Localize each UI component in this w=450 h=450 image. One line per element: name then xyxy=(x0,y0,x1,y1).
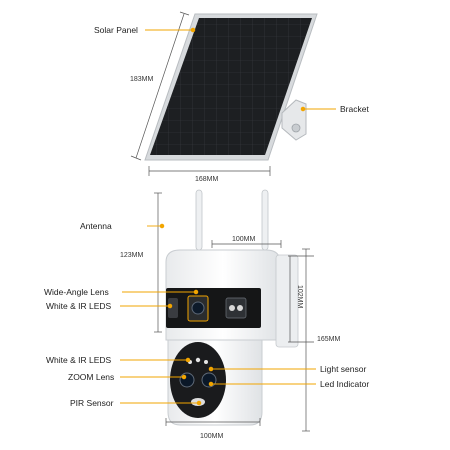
panel-height-dimension: 183MM xyxy=(130,76,154,83)
camera-illustration xyxy=(165,189,299,426)
camera-top-width-dimension: 100MM xyxy=(232,236,256,243)
led-indicator-label: Led Indicator xyxy=(320,379,370,389)
camera-total-height-dimension: 165MM xyxy=(317,336,341,343)
panel-dimension-lines xyxy=(130,11,271,176)
solar-panel-label: Solar Panel xyxy=(94,25,138,35)
camera-bottom-width-dimension: 100MM xyxy=(200,433,224,440)
camera-dimension-lines xyxy=(154,192,314,432)
wide-angle-lens-label: Wide-Angle Lens xyxy=(44,287,109,297)
label-leader-lines xyxy=(120,27,336,406)
solar-panel-illustration xyxy=(144,13,318,161)
camera-side-height-dimension: 102MM xyxy=(296,285,303,309)
white-ir-leds-top-label: White & IR LEDS xyxy=(46,301,112,311)
zoom-lens-label: ZOOM Lens xyxy=(68,372,115,382)
antenna-label: Antenna xyxy=(80,221,112,231)
white-ir-leds-bottom-label: White & IR LEDS xyxy=(46,355,112,365)
bracket-label: Bracket xyxy=(340,104,369,114)
panel-width-dimension: 168MM xyxy=(195,176,219,183)
light-sensor-label: Light sensor xyxy=(320,364,367,374)
antenna-height-dimension: 123MM xyxy=(120,252,144,259)
pir-sensor-label: PIR Sensor xyxy=(70,398,114,408)
bracket-illustration xyxy=(281,99,307,141)
